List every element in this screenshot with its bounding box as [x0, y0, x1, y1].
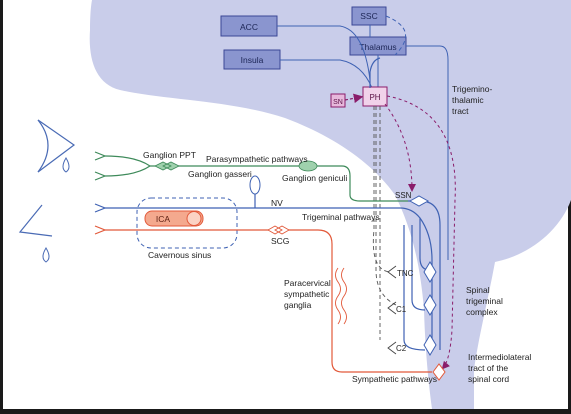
paracervical-label: Paracervical sympathetic ganglia — [284, 278, 333, 310]
ganglion-ppt-marker — [154, 161, 180, 171]
sympathetic-pathways-label: Sympathetic pathways — [352, 374, 437, 384]
paracervical-ganglia-squiggle — [335, 267, 347, 325]
ganglion-gasseri-label: Ganglion gasseri — [188, 169, 252, 179]
acc-label: ACC — [240, 22, 258, 32]
thalamus-label: Thalamus — [359, 42, 396, 52]
diamond-c1 — [423, 294, 437, 316]
tnc-label: TNC — [397, 269, 414, 278]
ssc-label: SSC — [360, 11, 377, 21]
nose-icon — [18, 204, 53, 237]
cavernous-sinus-outline — [136, 197, 238, 249]
nasal-drip-icon — [42, 247, 50, 263]
diamond-tnc — [423, 261, 437, 283]
insula-label: Insula — [241, 55, 264, 65]
ssn-label: SSN — [395, 191, 412, 200]
sn-label: SN — [333, 99, 343, 106]
c2-label: C2 — [396, 344, 407, 353]
ph-to-sn-arrow — [344, 93, 364, 104]
insula-box: Insula — [223, 49, 281, 70]
brain-silhouette — [89, 0, 571, 409]
ganglion-geniculi-label: Ganglion geniculi — [282, 173, 347, 183]
eye-icon — [37, 119, 76, 173]
eye-inner-curve — [37, 119, 49, 173]
acc-box: ACC — [220, 15, 278, 37]
intermediolateral-label: Intermediolateral tract of the spinal co… — [468, 352, 534, 384]
descending-dashed-lines — [372, 106, 397, 340]
c1-label: C1 — [396, 305, 407, 314]
sn-box: SN — [330, 93, 346, 108]
trigemino-thalamic-label: Trigemino- thalamic tract — [452, 84, 495, 116]
ganglion-ppt-label: Ganglion PPT — [143, 150, 196, 160]
ssn-marker — [408, 195, 430, 207]
diamond-c2 — [423, 334, 437, 356]
eye-schematic — [18, 119, 76, 237]
hypothalamic-projections — [384, 95, 456, 370]
ph-to-ssn-projection — [384, 103, 416, 192]
ph-label: PH — [369, 93, 380, 102]
ph-to-iml-projection — [386, 95, 456, 370]
ica-label: ICA — [156, 214, 171, 224]
ph-box: PH — [362, 86, 388, 107]
acc-connection — [277, 25, 371, 81]
iml-marker — [432, 363, 446, 381]
spinal-trigeminal-diamonds — [423, 261, 437, 356]
trigeminal-pathway — [94, 57, 441, 351]
tear-icon — [62, 157, 70, 173]
sympathetic-pathway — [94, 225, 432, 373]
scg-marker — [267, 225, 290, 235]
cavernous-sinus-label: Cavernous sinus — [148, 250, 211, 260]
trigeminal-pathways-label: Trigeminal pathways — [302, 212, 380, 222]
scg-label: SCG — [271, 236, 289, 246]
ica-box: ICA — [144, 210, 204, 227]
parasympathetic-pathway — [94, 151, 408, 202]
nv-label: NV — [271, 198, 283, 208]
ssc-box: SSC — [351, 6, 387, 26]
ganglion-gasseri-marker — [249, 175, 261, 195]
teardrop-icons — [42, 157, 70, 263]
spinal-trigeminal-label: Spinal trigeminal complex — [466, 285, 505, 317]
trigemino-thalamic-tract-line — [406, 45, 449, 260]
parasympathetic-pathways-label: Parasympathetic pathways — [206, 154, 308, 164]
ganglion-geniculi-marker — [298, 160, 318, 172]
segment-markers — [387, 265, 397, 355]
